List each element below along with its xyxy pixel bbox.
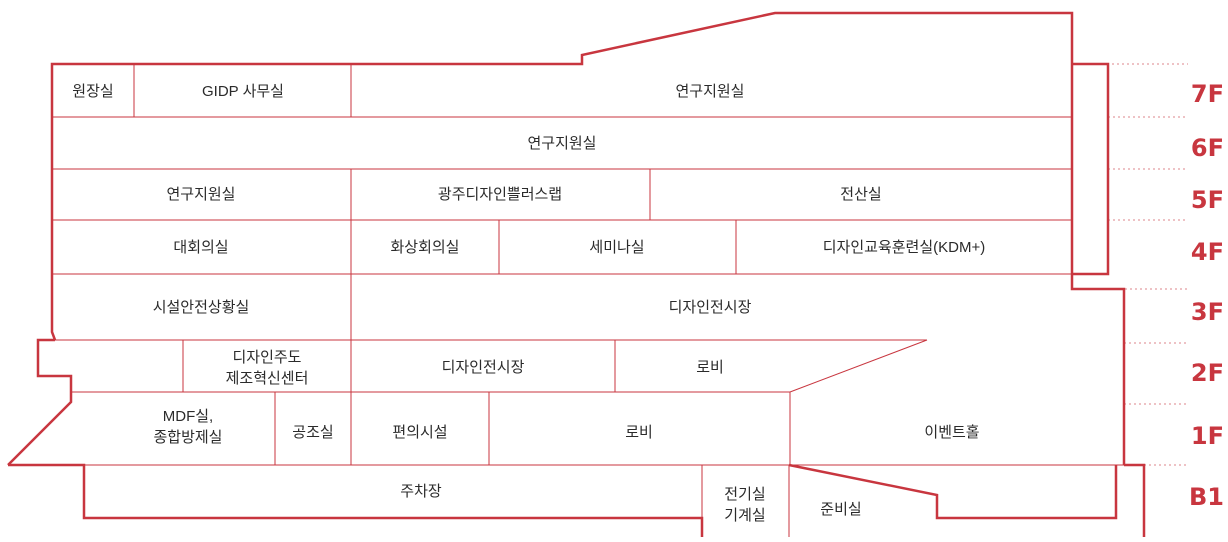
room-2f-design-exhibition: 디자인전시장 [442,359,525,376]
floor-label-b1: B1 [1189,483,1224,511]
outline-b1-right [788,463,1118,520]
room-1f-amenities: 편의시설 [392,424,447,441]
room-3f-safety-control: 시설안전상황실 [153,299,250,316]
outline-left-lower [7,338,73,466]
floor-label-2f: 2F [1191,359,1224,387]
room-7f-gidp-office: GIDP 사무실 [202,83,284,100]
room-labels: 원장실 GIDP 사무실 연구지원실 연구지원실 연구지원실 광주디자인쁠러스랩… [72,83,985,524]
room-7f-director: 원장실 [72,83,113,100]
room-1f-mdf-line2: 종합방제실 [153,429,222,446]
room-2f-innovation-center-line2: 제조혁신센터 [226,370,309,387]
floor-label-6f: 6F [1191,134,1224,162]
room-b1-electrical-line2: 기계실 [724,507,765,524]
building-outline [7,11,1146,537]
outline-right-edge [1124,463,1146,537]
room-4f-video-conference: 화상회의실 [390,239,459,256]
room-4f-design-training: 디자인교육훈련실(KDM+) [823,239,985,256]
room-2f-lobby: 로비 [696,359,724,376]
room-1f-air-handling: 공조실 [292,424,333,441]
outline-7f-right-step [1072,62,1110,276]
room-3f-design-exhibition: 디자인전시장 [669,299,752,316]
room-b1-preparation: 준비실 [820,501,861,518]
room-6f-research-support: 연구지원실 [527,135,596,152]
room-2f-innovation-center-line1: 디자인주도 [232,349,301,366]
floor-guides [1090,63,1188,466]
floor-labels: 7F 6F 5F 4F 3F 2F 1F B1 [1189,80,1224,511]
room-4f-conference: 대회의실 [173,239,228,256]
room-4f-seminar: 세미나실 [589,239,644,256]
room-5f-design-plus-lab: 광주디자인쁠러스랩 [438,186,562,203]
room-1f-event-hall: 이벤트홀 [924,424,979,441]
floor-label-4f: 4F [1191,238,1224,266]
room-5f-computer-room: 전산실 [840,186,881,203]
outline-left-upper [50,11,1126,465]
floor-label-1f: 1F [1191,422,1224,450]
room-1f-lobby: 로비 [625,424,653,441]
floor-line-1f-diag [789,339,928,393]
room-1f-mdf-line1: MDF실, [163,408,213,425]
room-b1-electrical-line1: 전기실 [724,486,765,503]
interior-lines [8,64,1124,537]
floor-label-5f: 5F [1191,186,1224,214]
room-5f-research-support: 연구지원실 [166,186,235,203]
room-b1-parking: 주차장 [400,483,442,500]
floor-label-7f: 7F [1191,80,1224,108]
room-7f-research-support: 연구지원실 [675,83,744,100]
floor-label-3f: 3F [1191,298,1224,326]
outline-b1 [8,463,704,537]
